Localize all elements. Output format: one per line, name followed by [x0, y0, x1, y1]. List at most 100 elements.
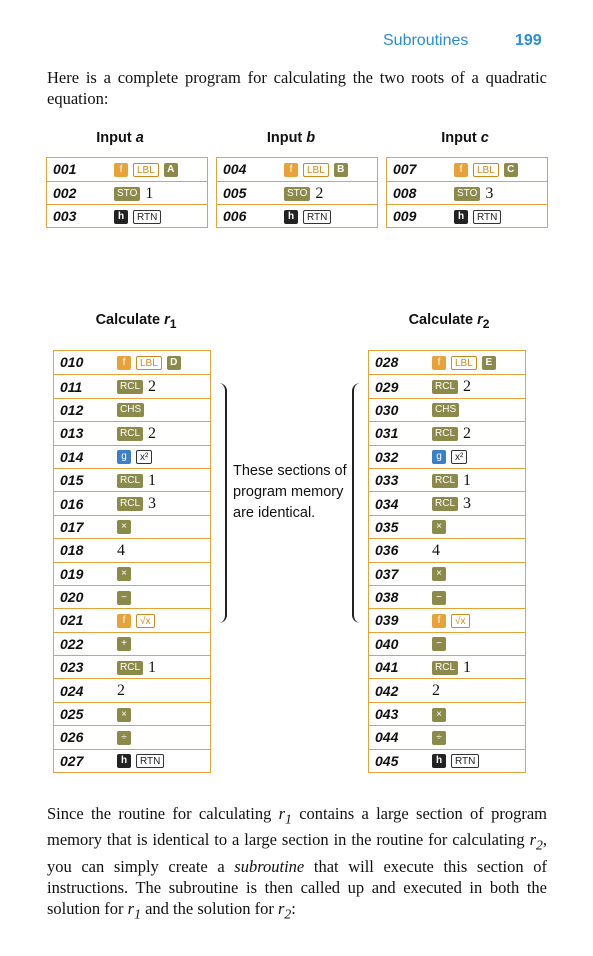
- register-value: 2: [463, 378, 472, 396]
- line-number: 013: [60, 425, 84, 442]
- closing-text-3: , you can simply create a: [47, 830, 547, 876]
- program-line: 013 RCL 2: [54, 421, 210, 444]
- line-number: 006: [223, 208, 247, 224]
- header-title: Subroutines: [383, 32, 469, 49]
- key-chs-icon: CHS: [432, 403, 460, 418]
- keystrokes: RCL 2: [432, 375, 471, 398]
- line-number: 002: [53, 185, 77, 201]
- keystrokes: ×: [117, 563, 131, 586]
- key-rcl-icon: RCL: [432, 473, 459, 488]
- line-number: 010: [60, 354, 84, 371]
- key-sto-icon: STO: [454, 186, 481, 201]
- calc-label: Calculate r1: [66, 312, 206, 331]
- program-line: 019 ×: [54, 561, 210, 586]
- closing-text-1: Since the routine for calculating: [47, 804, 279, 823]
- key-rcl-icon: RCL: [117, 426, 144, 441]
- register-value: 1: [463, 658, 472, 676]
- register-value: 2: [117, 682, 125, 700]
- line-number: 040: [375, 635, 399, 652]
- line-number: 018: [60, 542, 84, 559]
- calc-label-var: r: [477, 312, 483, 328]
- register-value: 1: [148, 471, 157, 489]
- line-number: 025: [60, 706, 84, 723]
- line-number: 009: [393, 208, 417, 224]
- register-value: 2: [148, 424, 157, 442]
- register-value: 2: [432, 682, 440, 700]
- register-value: 1: [463, 471, 472, 489]
- key--icon: ×: [432, 567, 446, 582]
- key--icon: ÷: [432, 730, 446, 745]
- var-r2: r2: [529, 830, 543, 853]
- key-rtn-icon: RTN: [473, 209, 502, 224]
- register-value: 3: [485, 184, 494, 202]
- key-f-icon: f: [432, 613, 446, 628]
- program-line: 040 −: [369, 631, 525, 656]
- keystrokes: ×: [432, 563, 446, 586]
- line-number: 044: [375, 729, 399, 746]
- key-f-icon: f: [117, 613, 131, 628]
- program-line: 035×: [369, 514, 525, 538]
- register-value: 3: [463, 495, 472, 513]
- line-number: 004: [223, 161, 247, 177]
- register-value: 2: [463, 424, 472, 442]
- keystrokes: ×: [117, 703, 131, 726]
- keystrokes: ×: [432, 703, 446, 726]
- input-label: Input c: [415, 130, 515, 146]
- right-brace: [352, 383, 360, 623]
- key-x-icon: √x: [451, 613, 470, 628]
- subroutine-emphasis: subroutine: [234, 856, 305, 876]
- line-number: 019: [60, 565, 84, 582]
- input-label-text: Input: [96, 130, 136, 146]
- key-lbl-icon: LBL: [303, 162, 329, 177]
- program-line: 044 ÷: [369, 725, 525, 748]
- key-d-icon: D: [166, 355, 181, 370]
- line-number: 014: [60, 448, 84, 465]
- keystrokes: −: [432, 633, 446, 656]
- key--icon: −: [432, 637, 446, 652]
- key-rcl-icon: RCL: [432, 380, 459, 395]
- key-g-icon: g: [117, 450, 131, 465]
- keystrokes: ÷: [432, 726, 446, 749]
- line-number: 003: [53, 208, 77, 224]
- calc-label-sub: 1: [169, 316, 177, 331]
- line-number: 027: [60, 752, 84, 769]
- closing-text-6: :: [291, 898, 296, 918]
- line-number: 041: [375, 659, 399, 676]
- key--icon: ×: [117, 520, 131, 535]
- line-number: 022: [60, 635, 84, 652]
- keystrokes: f √x: [432, 609, 470, 632]
- register-value: 2: [315, 184, 324, 202]
- key-e-icon: E: [481, 355, 496, 370]
- register-value: 4: [432, 541, 440, 559]
- key-f-icon: f: [432, 355, 446, 370]
- var-r2-b: r2: [278, 898, 292, 921]
- key-c-icon: C: [503, 162, 518, 177]
- line-number: 026: [60, 729, 84, 746]
